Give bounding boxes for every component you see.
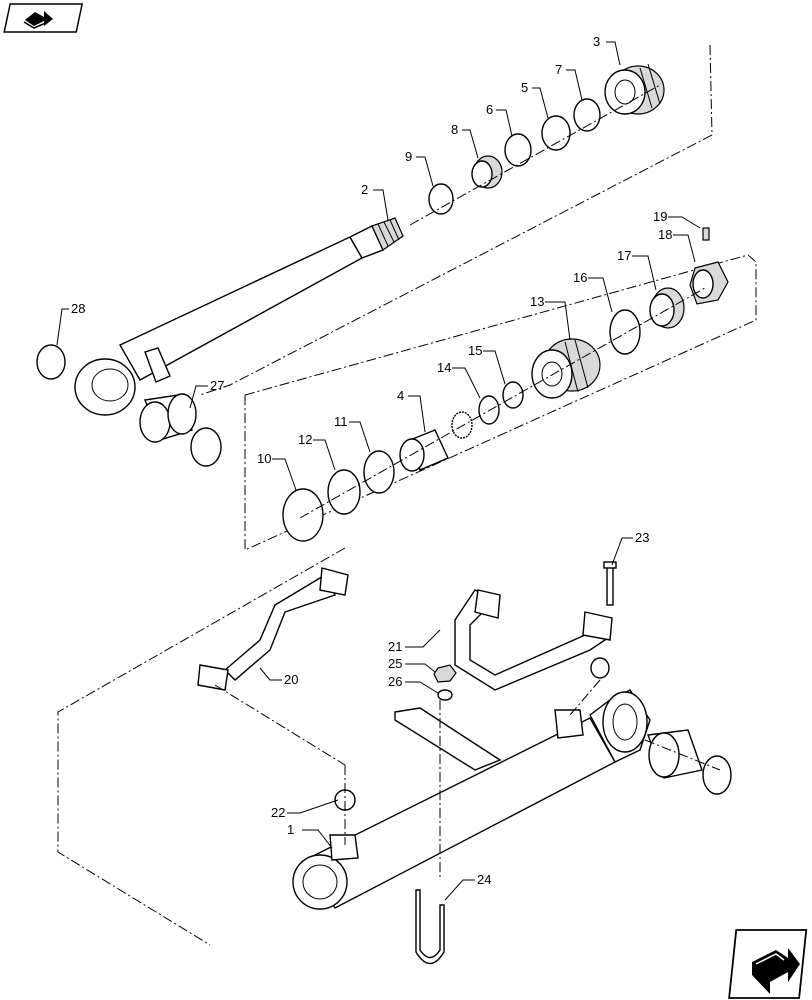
ring-17 (649, 287, 685, 329)
callout-3[interactable]: 3 (593, 34, 600, 49)
callout-4[interactable]: 4 (397, 388, 404, 403)
callout-16[interactable]: 16 (573, 270, 587, 285)
bracket-plate (394, 707, 502, 771)
seal-11 (363, 450, 395, 494)
callout-15[interactable]: 15 (468, 343, 482, 358)
ring-6 (504, 133, 532, 167)
bushing-27 (139, 393, 197, 443)
nut-18 (689, 261, 729, 305)
callout-27[interactable]: 27 (210, 378, 224, 393)
bushing-21b (590, 657, 610, 679)
ring-15 (502, 381, 524, 409)
callout-7[interactable]: 7 (555, 62, 562, 77)
callout-1[interactable]: 1 (287, 822, 294, 837)
callout-17[interactable]: 17 (617, 248, 631, 263)
callout-2[interactable]: 2 (361, 182, 368, 197)
callout-18[interactable]: 18 (658, 227, 672, 242)
rod-axis-line (409, 84, 661, 226)
tube20-axis-line (214, 684, 346, 766)
piston-kit-outline (244, 254, 757, 551)
snap-ring-27b (190, 427, 222, 467)
callout-9[interactable]: 9 (405, 149, 412, 164)
tube-20 (197, 567, 349, 691)
eye-axis-line (644, 739, 721, 771)
bolt-23 (603, 561, 617, 606)
callout-25[interactable]: 25 (388, 656, 402, 671)
next-page-arrow-icon (752, 948, 800, 994)
callout-10[interactable]: 10 (257, 451, 271, 466)
tube-21 (454, 589, 613, 691)
cylinder-barrel (292, 689, 651, 910)
callout-22[interactable]: 22 (271, 805, 285, 820)
ring-14 (478, 395, 500, 425)
rod-assembly-outline (199, 44, 713, 396)
snap-ring-right (702, 755, 732, 795)
ring-9 (428, 183, 454, 215)
callout-21[interactable]: 21 (388, 639, 402, 654)
nut-25 (433, 664, 457, 683)
seal-12 (327, 469, 361, 515)
bushing-8 (471, 155, 503, 189)
callout-12[interactable]: 12 (298, 432, 312, 447)
tube21-axis-line (569, 679, 601, 716)
piston-axis-line (299, 287, 706, 519)
callout-13[interactable]: 13 (530, 294, 544, 309)
set-screw-19 (702, 227, 710, 241)
callout-6[interactable]: 6 (486, 102, 493, 117)
rod-gland (604, 63, 665, 115)
callout-23[interactable]: 23 (635, 530, 649, 545)
ring-7 (573, 98, 601, 132)
callout-24[interactable]: 24 (477, 872, 491, 887)
callout-8[interactable]: 8 (451, 122, 458, 137)
washer-15b (451, 411, 473, 439)
piston-13 (531, 338, 601, 399)
spacer-4 (399, 429, 449, 472)
book-arrow-icon (23, 11, 53, 29)
washer-26 (437, 689, 453, 701)
bushing-right (647, 729, 703, 779)
ring-5 (541, 115, 571, 151)
callout-11[interactable]: 11 (334, 414, 348, 429)
callout-5[interactable]: 5 (521, 80, 528, 95)
book-arrow-button[interactable] (3, 3, 84, 33)
callout-28[interactable]: 28 (71, 301, 85, 316)
callout-19[interactable]: 19 (653, 209, 667, 224)
snap-ring-28 (36, 344, 66, 380)
seal-16 (609, 309, 641, 355)
leader-lines (56, 41, 701, 901)
next-page-button[interactable] (728, 929, 808, 999)
cylinder-assembly-outline (57, 547, 346, 946)
seal-10 (282, 488, 324, 542)
u-bolt-24 (415, 889, 445, 965)
callout-26[interactable]: 26 (388, 674, 402, 689)
callout-14[interactable]: 14 (437, 360, 451, 375)
callout-20[interactable]: 20 (284, 672, 298, 687)
piston-rod (74, 217, 404, 416)
